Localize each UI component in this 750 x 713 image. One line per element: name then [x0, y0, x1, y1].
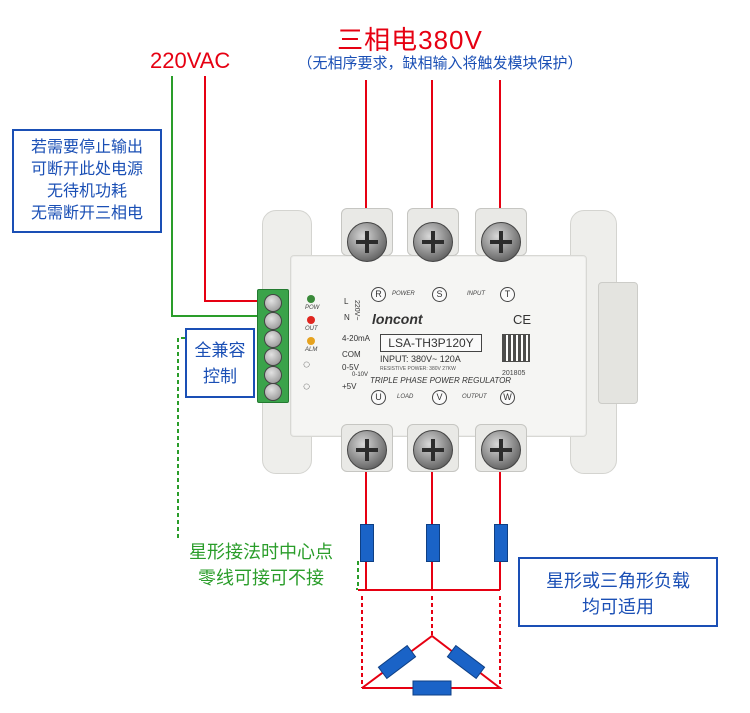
pin-label-0-5v: 0-5V — [342, 363, 359, 372]
stop-note-line: 无需断开三相电 — [30, 205, 143, 222]
star-note-line: 星形接法时中心点 — [189, 542, 333, 562]
star-resistor-w — [494, 524, 508, 562]
ac-neutral-wire — [171, 76, 262, 317]
ac-live-wire — [204, 76, 262, 302]
stop-output-note: 若需要停止输出 可断开此处电源 无待机功耗 无需断开三相电 — [12, 129, 162, 233]
terminal-screw — [264, 330, 282, 348]
qr-code — [502, 334, 530, 362]
terminal-screw — [264, 383, 282, 401]
screw-w — [481, 430, 521, 470]
load-label: LOAD — [397, 394, 414, 400]
screw-v — [413, 430, 453, 470]
screw-u — [347, 430, 387, 470]
terminal-screw — [264, 348, 282, 366]
pin-label-220v: 220V~ — [353, 300, 360, 321]
ce-mark: CE — [513, 312, 532, 327]
brand-logo: loncont — [372, 311, 423, 327]
delta-resistor-left — [377, 644, 417, 680]
output-label: OUTPUT — [462, 394, 487, 400]
terminal-screw — [264, 366, 282, 384]
star-resistor-u — [360, 524, 374, 562]
load-type-note: 星形或三角形负载 均可适用 — [518, 557, 718, 627]
screw-s — [413, 222, 453, 262]
star-resistor-v — [426, 524, 440, 562]
pin-label-4-20ma: 4-20mA — [342, 334, 371, 343]
pin-label-5v: +5V — [342, 382, 357, 391]
pow-led — [307, 295, 315, 303]
terminal-screw — [264, 294, 282, 312]
power-label: POWER — [392, 291, 415, 297]
terminal-label-u: U — [371, 390, 386, 405]
alm-led — [307, 337, 315, 345]
terminal-label-t: T — [500, 287, 515, 302]
compat-note-line: 全兼容 — [194, 341, 246, 360]
pot-adjust-icon: ◌ — [303, 357, 311, 371]
input-spec: INPUT: 380V~ 120A — [380, 354, 461, 364]
star-note-line: 零线可接可不接 — [198, 568, 324, 588]
delta-resistor-bottom — [412, 680, 452, 696]
model-number: LSA-TH3P120Y — [380, 334, 482, 352]
pin-label-0-10v: 0-10V — [352, 372, 369, 378]
terminal-label-r: R — [371, 287, 386, 302]
stop-note-line: 若需要停止输出 — [30, 139, 143, 156]
three-phase-subtitle: （无相序要求，缺相输入将触发模块保护） — [297, 55, 583, 72]
load-note-line: 均可适用 — [582, 597, 654, 617]
terminal-label-s: S — [432, 287, 447, 302]
screw-t — [481, 222, 521, 262]
resistive-power-spec: RESISTIVE POWER: 380V 27KW — [380, 366, 456, 372]
out-led-label: OUT — [305, 326, 318, 332]
screw-r — [347, 222, 387, 262]
terminal-screw — [264, 312, 282, 330]
pin-label-l: L — [344, 297, 349, 306]
delta-load-triangle — [361, 634, 503, 689]
terminal-label-v: V — [432, 390, 447, 405]
module-heatsink-side — [598, 282, 638, 404]
input-label: INPUT — [467, 291, 485, 297]
pin-label-com: COM — [342, 350, 361, 359]
pin-label-n: N — [344, 313, 350, 322]
star-neutral-note: 星形接法时中心点 零线可接可不接 — [166, 539, 356, 591]
stop-note-line: 可断开此处电源 — [30, 161, 143, 178]
control-terminal-block — [257, 289, 289, 403]
three-phase-title: 三相电380V — [337, 25, 483, 55]
pow-led-label: POW — [305, 305, 320, 311]
delta-resistor-right — [446, 644, 486, 680]
pot-adjust-icon: ◌ — [303, 379, 311, 393]
product-type: TRIPLE PHASE POWER REGULATOR — [370, 376, 512, 385]
stop-note-line: 无待机功耗 — [46, 183, 127, 200]
date-code: 201805 — [502, 370, 526, 377]
terminal-label-w: W — [500, 390, 515, 405]
out-led — [307, 316, 315, 324]
compat-control-note: 全兼容 控制 — [185, 328, 255, 398]
ac-220-label: 220VAC — [150, 48, 231, 73]
alm-led-label: ALM — [305, 347, 318, 353]
compat-note-line: 控制 — [203, 367, 237, 386]
load-note-line: 星形或三角形负载 — [546, 571, 690, 591]
